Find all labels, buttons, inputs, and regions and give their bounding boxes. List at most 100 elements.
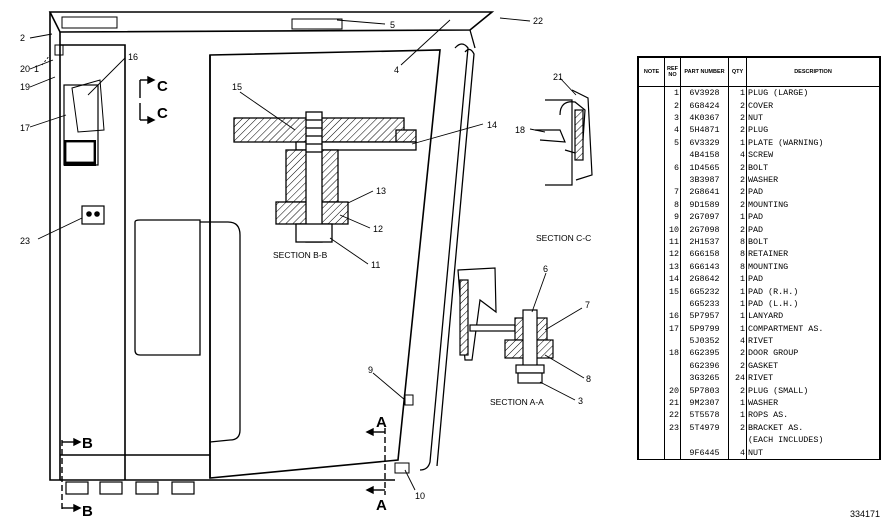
- exploded-parts-drawing: C C B B A A: [20, 11, 593, 520]
- cell-part-number: 2G7098: [680, 223, 729, 236]
- cell-part-number: 2G8641: [680, 186, 729, 199]
- cell-note: [638, 272, 665, 286]
- cell-ref-no: 15: [664, 285, 681, 298]
- cell-part-number: 5P9799: [680, 322, 729, 335]
- callout-11: 11: [371, 260, 380, 270]
- cell-description: PAD: [746, 211, 880, 224]
- cell-qty: 4: [728, 149, 747, 162]
- cell-ref-no: 6: [664, 161, 681, 174]
- cell-note: [638, 434, 665, 447]
- cell-part-number: 6G8424: [680, 99, 729, 112]
- callout-4: 4: [394, 65, 399, 75]
- table-row: (EACH INCLUDES): [638, 434, 880, 447]
- cell-description: PLUG (SMALL): [746, 384, 880, 397]
- cell-description: NUT: [746, 111, 880, 125]
- marker-b-lower: B: [82, 503, 93, 520]
- cell-description: BOLT: [746, 235, 880, 249]
- cell-ref-no: 5: [664, 136, 681, 150]
- cell-description: LANYARD: [746, 310, 880, 323]
- cell-note: [638, 260, 665, 273]
- cell-description: PAD: [746, 272, 880, 286]
- section-c-c-detail: [535, 89, 593, 186]
- cell-note: [638, 149, 665, 162]
- callout-9: 9: [368, 365, 373, 375]
- cell-note: [638, 173, 665, 187]
- cell-note: [638, 334, 665, 348]
- marker-c-lower: C: [157, 105, 168, 122]
- cell-description: RIVET: [746, 372, 880, 385]
- cell-part-number: 4K0367: [680, 111, 729, 125]
- section-c-c-label: SECTION C-C: [536, 233, 591, 243]
- cell-qty: 1: [728, 322, 747, 335]
- cell-part-number: 2G8642: [680, 272, 729, 286]
- cell-ref-no: 16: [664, 310, 681, 323]
- cell-part-number: 5T5578: [680, 409, 729, 422]
- cell-description: WASHER: [746, 173, 880, 187]
- cell-note: [638, 86, 665, 100]
- cell-part-number: 9M2307: [680, 396, 729, 410]
- cell-ref-no: [664, 173, 681, 187]
- cell-ref-no: [664, 334, 681, 348]
- cell-description: PLUG (LARGE): [746, 86, 880, 100]
- cell-ref-no: 1: [664, 86, 681, 100]
- cell-qty: [728, 434, 747, 447]
- cell-note: [638, 347, 665, 360]
- cell-description: PLATE (WARNING): [746, 136, 880, 150]
- callout-16: 16: [128, 52, 138, 62]
- cell-description: SCREW: [746, 149, 880, 162]
- cell-qty: 1: [728, 86, 747, 100]
- header-ref-no: REF NO: [664, 57, 681, 87]
- cell-note: [638, 384, 665, 397]
- callout-17: 17: [20, 123, 30, 133]
- cell-note: [638, 99, 665, 112]
- marker-a-lower: A: [376, 497, 387, 514]
- callout-21: 21: [553, 72, 563, 82]
- cell-description: NUT: [746, 446, 880, 459]
- cell-ref-no: 20: [664, 384, 681, 397]
- rops-cab-outline: [48, 11, 495, 495]
- cell-qty: 2: [728, 124, 747, 137]
- cell-qty: 2: [728, 198, 747, 211]
- cell-note: [638, 421, 665, 435]
- cell-qty: 2: [728, 223, 747, 236]
- cell-ref-no: [664, 149, 681, 162]
- section-a-a-detail: [457, 267, 554, 384]
- cell-note: [638, 409, 665, 422]
- cell-part-number: 6G2395: [680, 347, 729, 360]
- cell-note: [638, 111, 665, 125]
- cell-part-number: 5P7803: [680, 384, 729, 397]
- cell-part-number: 4B4158: [680, 149, 729, 162]
- cell-part-number: 6V3329: [680, 136, 729, 150]
- cell-ref-no: [664, 372, 681, 385]
- callout-23: 23: [20, 236, 30, 246]
- cell-description: COMPARTMENT AS.: [746, 322, 880, 335]
- cell-note: [638, 124, 665, 137]
- cell-note: [638, 198, 665, 211]
- callout-22: 22: [533, 16, 543, 26]
- callout-19: 19: [20, 82, 30, 92]
- marker-c-upper: C: [157, 78, 168, 95]
- cell-qty: 2: [728, 421, 747, 435]
- cell-ref-no: 14: [664, 272, 681, 286]
- cell-part-number: 9F6445: [680, 446, 729, 459]
- cell-description: RIVET: [746, 334, 880, 348]
- cell-part-number: 6G5233: [680, 297, 729, 311]
- callout-1: 1: [34, 64, 39, 74]
- cell-ref-no: 10: [664, 223, 681, 236]
- cell-qty: 8: [728, 235, 747, 249]
- cell-part-number: 2G7097: [680, 211, 729, 224]
- cell-ref-no: 2: [664, 99, 681, 112]
- header-qty: QTY: [728, 57, 747, 87]
- callout-15: 15: [232, 82, 242, 92]
- cell-part-number: 2H1537: [680, 235, 729, 249]
- cell-description: DOOR GROUP: [746, 347, 880, 360]
